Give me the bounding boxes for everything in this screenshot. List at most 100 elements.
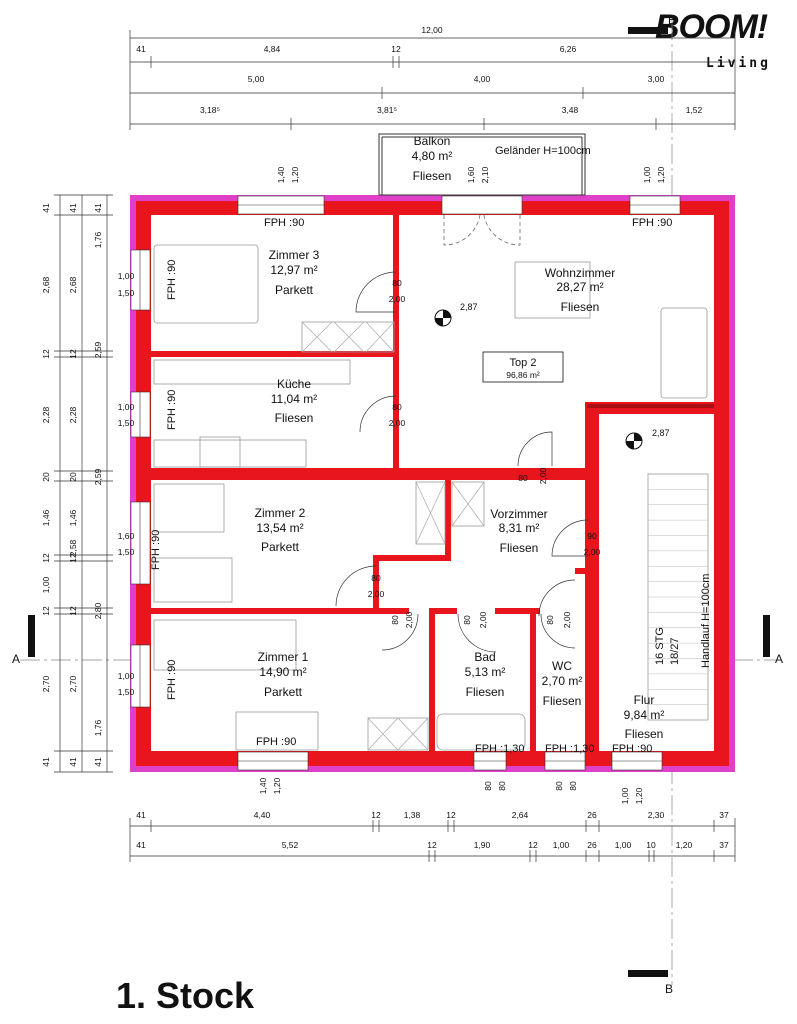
dim-left-i-3: 2,28 bbox=[68, 406, 78, 423]
room-wohnzimmer-name: Wohnzimmer bbox=[545, 266, 615, 280]
fph-top-left: FPH :90 bbox=[264, 217, 304, 229]
room-wohnzimmer-floor: Fliesen bbox=[561, 300, 600, 314]
door-3-w: 80 bbox=[518, 473, 528, 483]
fph-side-1: FPH :90 bbox=[166, 260, 178, 300]
section-label-a-left: A bbox=[12, 652, 20, 666]
dim-left-o-1: 1,76 bbox=[93, 231, 103, 248]
door-8-w: 80 bbox=[545, 615, 555, 625]
dim-left-i-4: 20 bbox=[68, 472, 78, 482]
win-bl-h: 1,20 bbox=[272, 777, 282, 794]
dimension-lines-bottom bbox=[129, 818, 736, 862]
level-value-2: 2,87 bbox=[652, 428, 670, 438]
dim-bot-r1-0: 41 bbox=[136, 810, 146, 820]
dim-top-r3-1: 4,00 bbox=[474, 74, 491, 84]
dim-bot-r2-9: 1,20 bbox=[676, 840, 693, 850]
door-6-h: 2,00 bbox=[404, 611, 414, 628]
door-2-h: 2,00 bbox=[389, 418, 406, 428]
kitchen-counter-top bbox=[153, 359, 351, 385]
section-mark-a-right bbox=[763, 615, 770, 657]
wall-shadow bbox=[587, 404, 714, 408]
dim-left-m-5: 1,46 bbox=[41, 509, 51, 526]
wc-win-2: 80 bbox=[568, 781, 578, 791]
cabinet-crosses bbox=[301, 321, 485, 751]
room-vorzimmer-floor: Fliesen bbox=[500, 541, 539, 555]
door-5-h: 2,00 bbox=[368, 589, 385, 599]
dim-bot-r1-7: 2,30 bbox=[648, 810, 665, 820]
fph-bath: FPH :1,30 bbox=[475, 743, 525, 755]
win-br-h: 1,20 bbox=[634, 787, 644, 804]
side-win-2-h: 1,50 bbox=[118, 418, 135, 428]
door-8-h: 2,00 bbox=[562, 611, 572, 628]
room-flur-floor: Fliesen bbox=[625, 727, 664, 741]
stair-steps bbox=[648, 489, 708, 705]
section-label-b-top: B bbox=[668, 13, 676, 27]
section-mark-b-top bbox=[628, 27, 668, 34]
dim-left-m-1: 2,68 bbox=[41, 276, 51, 293]
window-openings bbox=[130, 195, 681, 771]
level-value-1: 2,87 bbox=[460, 302, 478, 312]
dim-left-o-4: 2,80 bbox=[93, 602, 103, 619]
door-1-h: 2,00 bbox=[389, 294, 406, 304]
dim-bot-r2-6: 26 bbox=[587, 840, 597, 850]
dimension-lines-left bbox=[54, 194, 113, 773]
door-6-w: 80 bbox=[390, 615, 400, 625]
door-7-h: 2,00 bbox=[478, 611, 488, 628]
unit-box bbox=[482, 351, 564, 383]
door-4-h: 2,00 bbox=[584, 547, 601, 557]
dim-left-m-2: 12 bbox=[41, 349, 51, 359]
dim-left-o-6: 41 bbox=[93, 757, 103, 767]
room-zimmer3-floor: Parkett bbox=[275, 283, 314, 297]
dim-left-i-10: 41 bbox=[68, 757, 78, 767]
room-zimmer3-name: Zimmer 3 bbox=[269, 248, 320, 262]
dim-bot-r2-1: 5,52 bbox=[282, 840, 299, 850]
desk-zimmer1 bbox=[235, 711, 319, 751]
fph-top-right: FPH :90 bbox=[632, 217, 672, 229]
brand-subtitle: Living bbox=[706, 56, 771, 71]
dim-left-i-ml: 2,58 bbox=[68, 539, 78, 556]
balcony-outline bbox=[378, 133, 586, 196]
dim-bot-r2-4: 12 bbox=[528, 840, 538, 850]
side-win-4-h: 1,50 bbox=[118, 687, 135, 697]
door-3-h: 2,00 bbox=[538, 467, 548, 484]
room-zimmer1-name: Zimmer 1 bbox=[258, 650, 309, 664]
dim-left-m-9: 1,00 bbox=[41, 576, 51, 593]
side-win-2-w: 1,00 bbox=[118, 402, 135, 412]
dim-bot-r1-8: 37 bbox=[719, 810, 729, 820]
unit-label: Top 2 bbox=[510, 357, 537, 369]
fph-wc: FPH :1,30 bbox=[545, 743, 595, 755]
dim-bot-r2-5: 1,00 bbox=[553, 840, 570, 850]
dim-top-r2-3: 6,26 bbox=[560, 44, 577, 54]
outer-wall bbox=[130, 195, 735, 772]
door-7-w: 80 bbox=[462, 615, 472, 625]
bed-zimmer2 bbox=[153, 483, 225, 533]
section-label-a-right: A bbox=[775, 652, 783, 666]
dim-bot-r2-0: 41 bbox=[136, 840, 146, 850]
dim-top-r3-2: 3,00 bbox=[648, 74, 665, 84]
stairs-ratio: 18/27 bbox=[669, 637, 681, 665]
bed-zimmer1 bbox=[153, 619, 297, 671]
fph-side-3: FPH :90 bbox=[150, 530, 162, 570]
fph-side-4: FPH :90 bbox=[166, 660, 178, 700]
room-bad-floor: Fliesen bbox=[466, 685, 505, 699]
kitchen-counter-bottom bbox=[153, 439, 307, 468]
section-label-b-bottom: B bbox=[665, 982, 673, 996]
fph-side-2: FPH :90 bbox=[166, 390, 178, 430]
dim-left-i-9: 2,70 bbox=[68, 675, 78, 692]
dim-bot-r1-4: 12 bbox=[446, 810, 456, 820]
dim-left-m-3: 2,28 bbox=[41, 406, 51, 423]
bathtub bbox=[436, 713, 526, 751]
dim-top-r2-1: 4,84 bbox=[264, 44, 281, 54]
wc-win-1: 80 bbox=[554, 781, 564, 791]
win-tl-w: 1,40 bbox=[276, 166, 286, 183]
room-wc-floor: Fliesen bbox=[543, 694, 582, 708]
door-swings bbox=[335, 271, 589, 653]
door-1-w: 80 bbox=[392, 278, 402, 288]
room-zimmer2-name: Zimmer 2 bbox=[255, 506, 306, 520]
shelf-vorzimmer-2 bbox=[451, 481, 485, 527]
room-balkon-area: 4,80 m² bbox=[412, 149, 453, 163]
dim-top-r4-0: 3,18⁵ bbox=[200, 105, 220, 115]
dim-bot-r1-5: 2,64 bbox=[512, 810, 529, 820]
bath-win-2: 80 bbox=[497, 781, 507, 791]
dim-left-i-5: 1,46 bbox=[68, 509, 78, 526]
